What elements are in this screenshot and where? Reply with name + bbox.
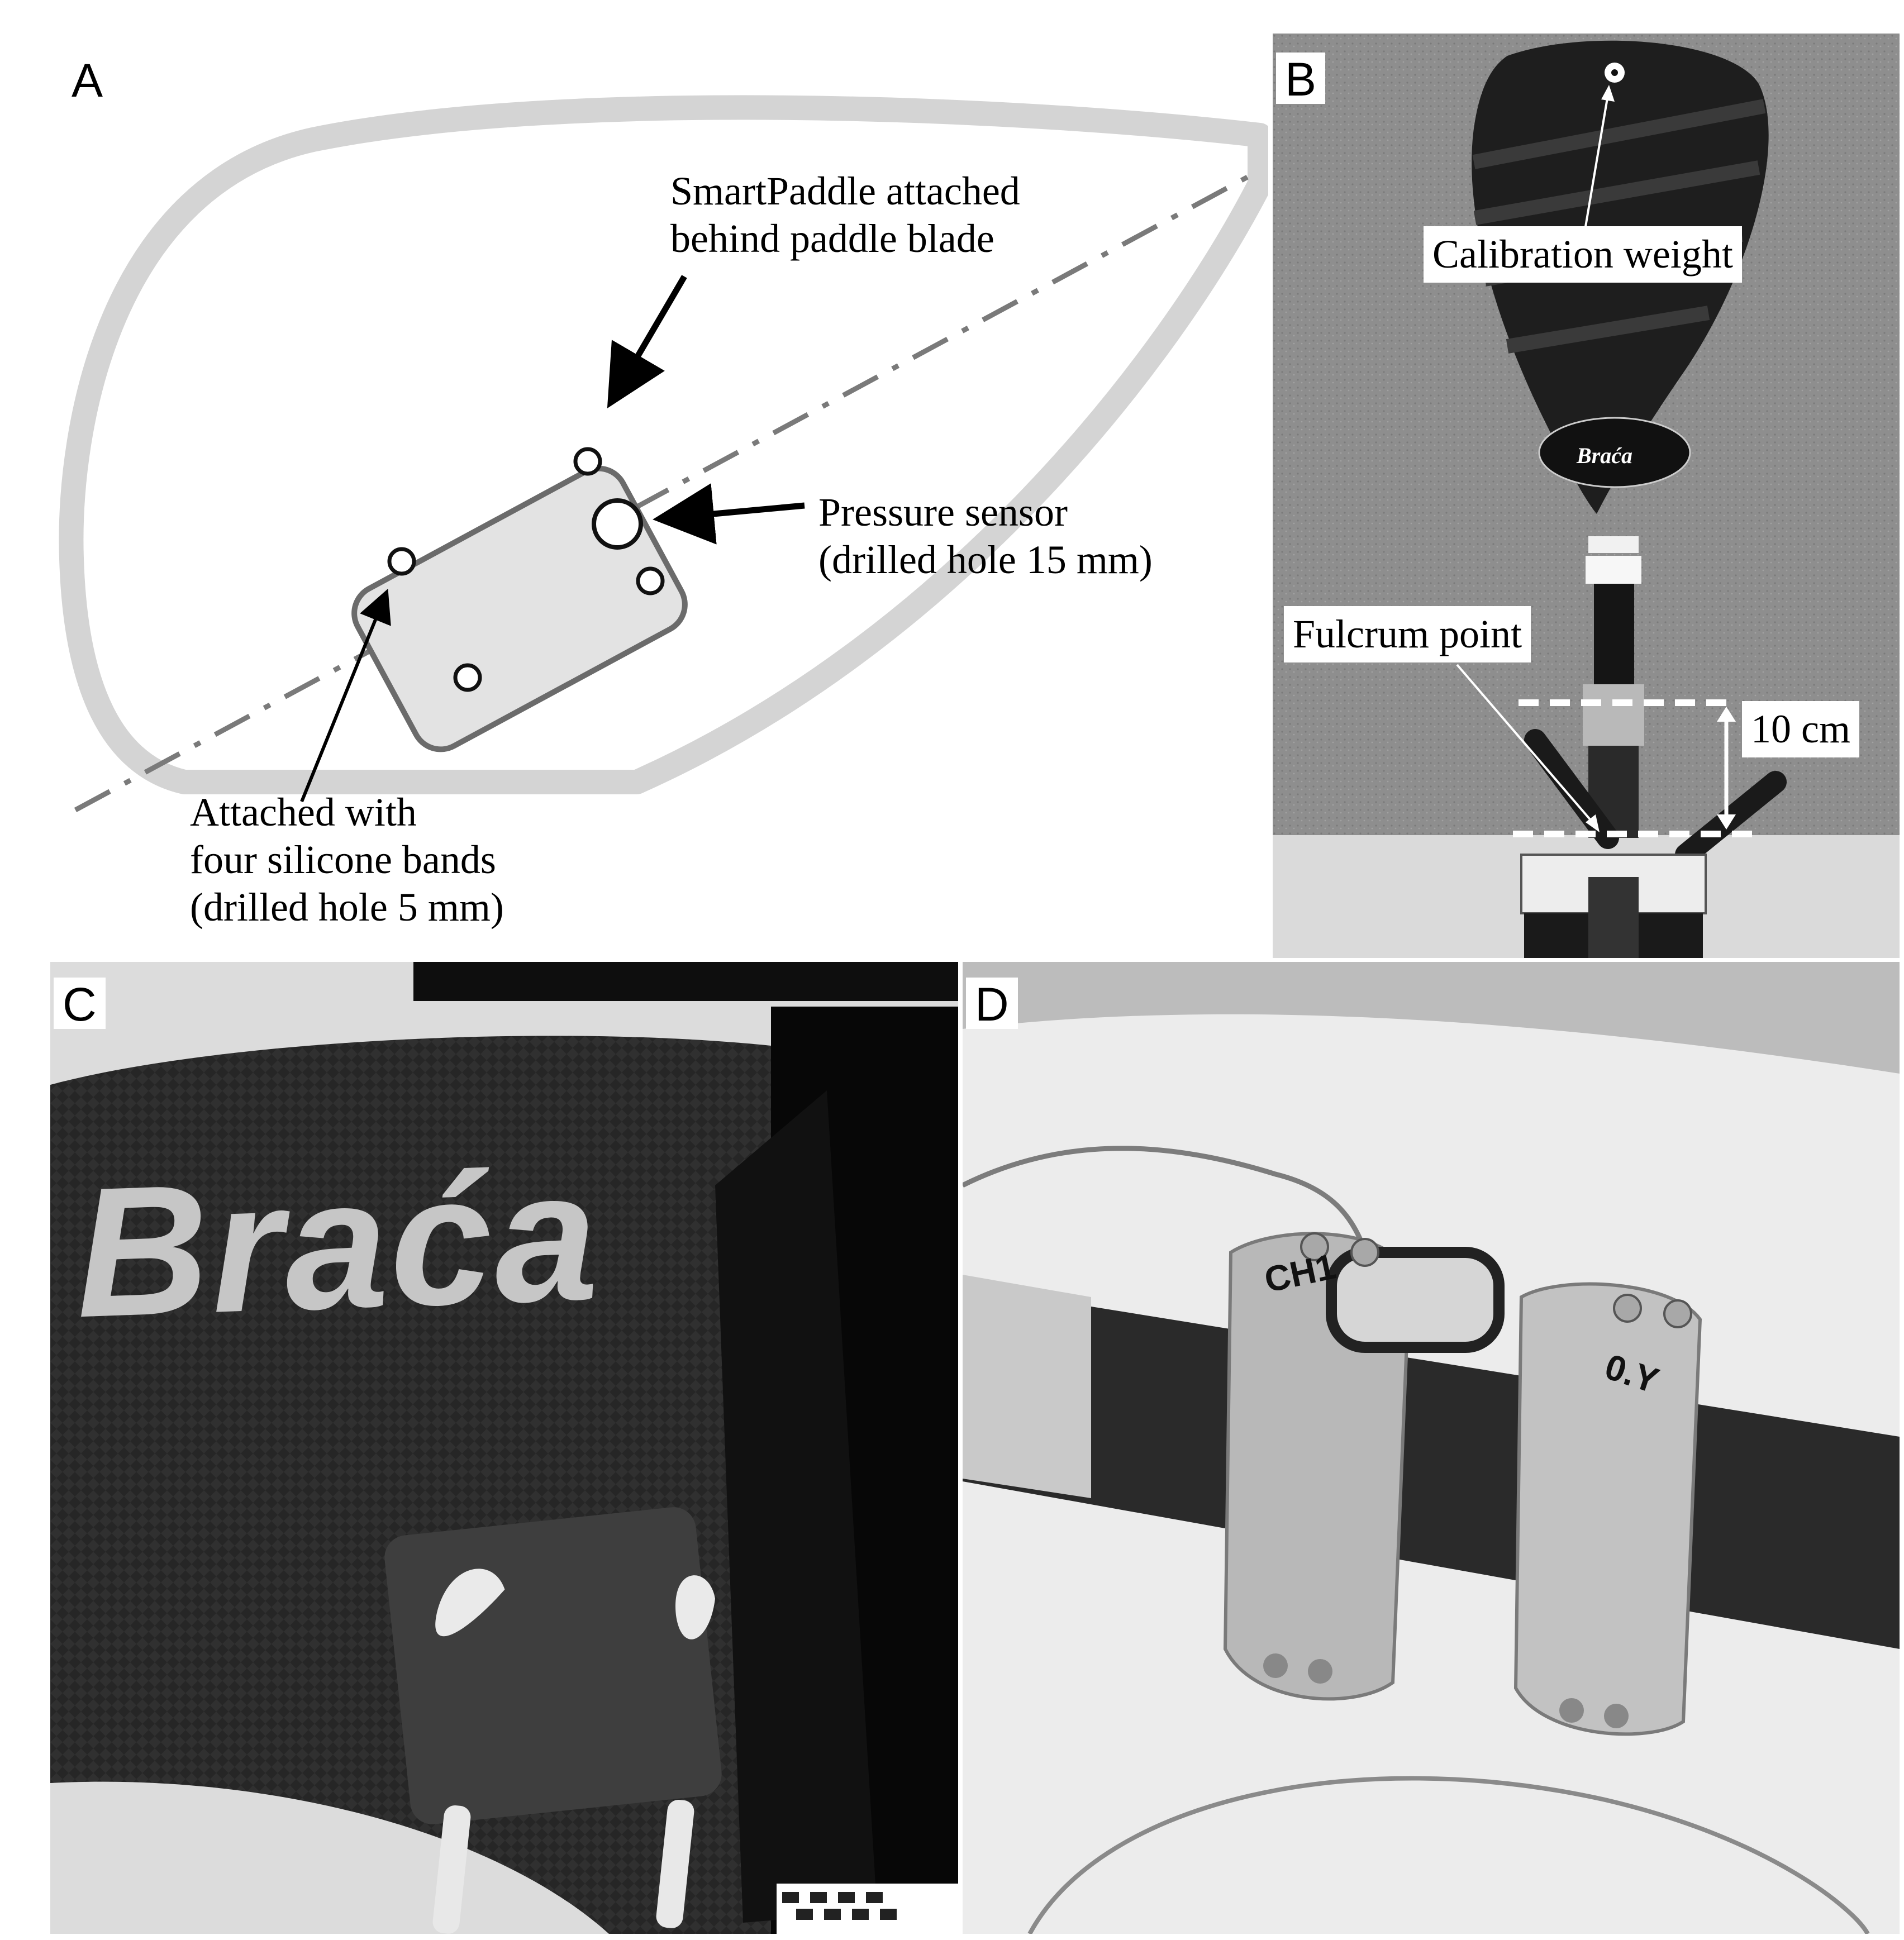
smartpaddle-arrow [607, 275, 687, 408]
smartpaddle-label-line2: behind paddle blade [670, 216, 994, 261]
pressure-label-line2: (drilled hole 15 mm) [818, 537, 1153, 582]
panel-a: A SmartPaddle attached behind paddle bla… [0, 0, 1268, 958]
panel-b-photo [1273, 34, 1900, 958]
band-hole-2 [387, 547, 416, 576]
distance-label: 10 cm [1742, 701, 1859, 757]
smartpaddle-label: SmartPaddle attached behind paddle blade [670, 168, 1020, 263]
calibration-arrow [1582, 94, 1609, 244]
panel-d-photo [963, 962, 1900, 1934]
paddle-blade-outline [59, 95, 1268, 794]
smartpaddle-closeup [384, 1507, 722, 1824]
fulcrum-point-label: Fulcrum point [1284, 606, 1531, 662]
smartpaddle-label-line1: SmartPaddle attached [670, 169, 1020, 213]
fulcrum-arrow [1456, 664, 1595, 825]
attached-arrow [300, 588, 391, 803]
pressure-sensor-label: Pressure sensor (drilled hole 15 mm) [818, 489, 1153, 584]
blade-logo: Braća [1577, 443, 1632, 468]
pressure-sensor-hole [592, 498, 643, 550]
pressure-arrow [653, 483, 805, 545]
panel-d-letter: D [966, 978, 1018, 1029]
panel-a-diagram [59, 95, 1268, 812]
band-hole-1 [573, 447, 602, 476]
pressure-label-line1: Pressure sensor [818, 490, 1068, 535]
brand-logo: Braća [72, 1131, 603, 1356]
band-hole-4 [453, 663, 482, 692]
panel-c-photo [50, 962, 958, 1934]
panel-c: C Braća [50, 962, 958, 1934]
panel-a-letter: A [72, 54, 103, 107]
band-hole-3 [636, 566, 665, 595]
attached-label-line2: four silicone bands [190, 837, 496, 882]
attached-label-line3: (drilled hole 5 mm) [190, 884, 504, 930]
calibration-weight-label: Calibration weight [1424, 226, 1742, 283]
panel-d: D CH1 0.Y [963, 962, 1900, 1934]
attached-label-line1: Attached with [190, 790, 417, 835]
clamp-right [1513, 1282, 1702, 1736]
attached-bands-label: Attached with four silicone bands (drill… [190, 789, 504, 931]
panel-b-letter: B [1276, 53, 1326, 104]
panel-b: B Braća Calibration weight Fulcrum point… [1273, 34, 1900, 958]
panel-c-letter: C [54, 978, 106, 1029]
pressure-sensor-capsule [1326, 1247, 1505, 1353]
